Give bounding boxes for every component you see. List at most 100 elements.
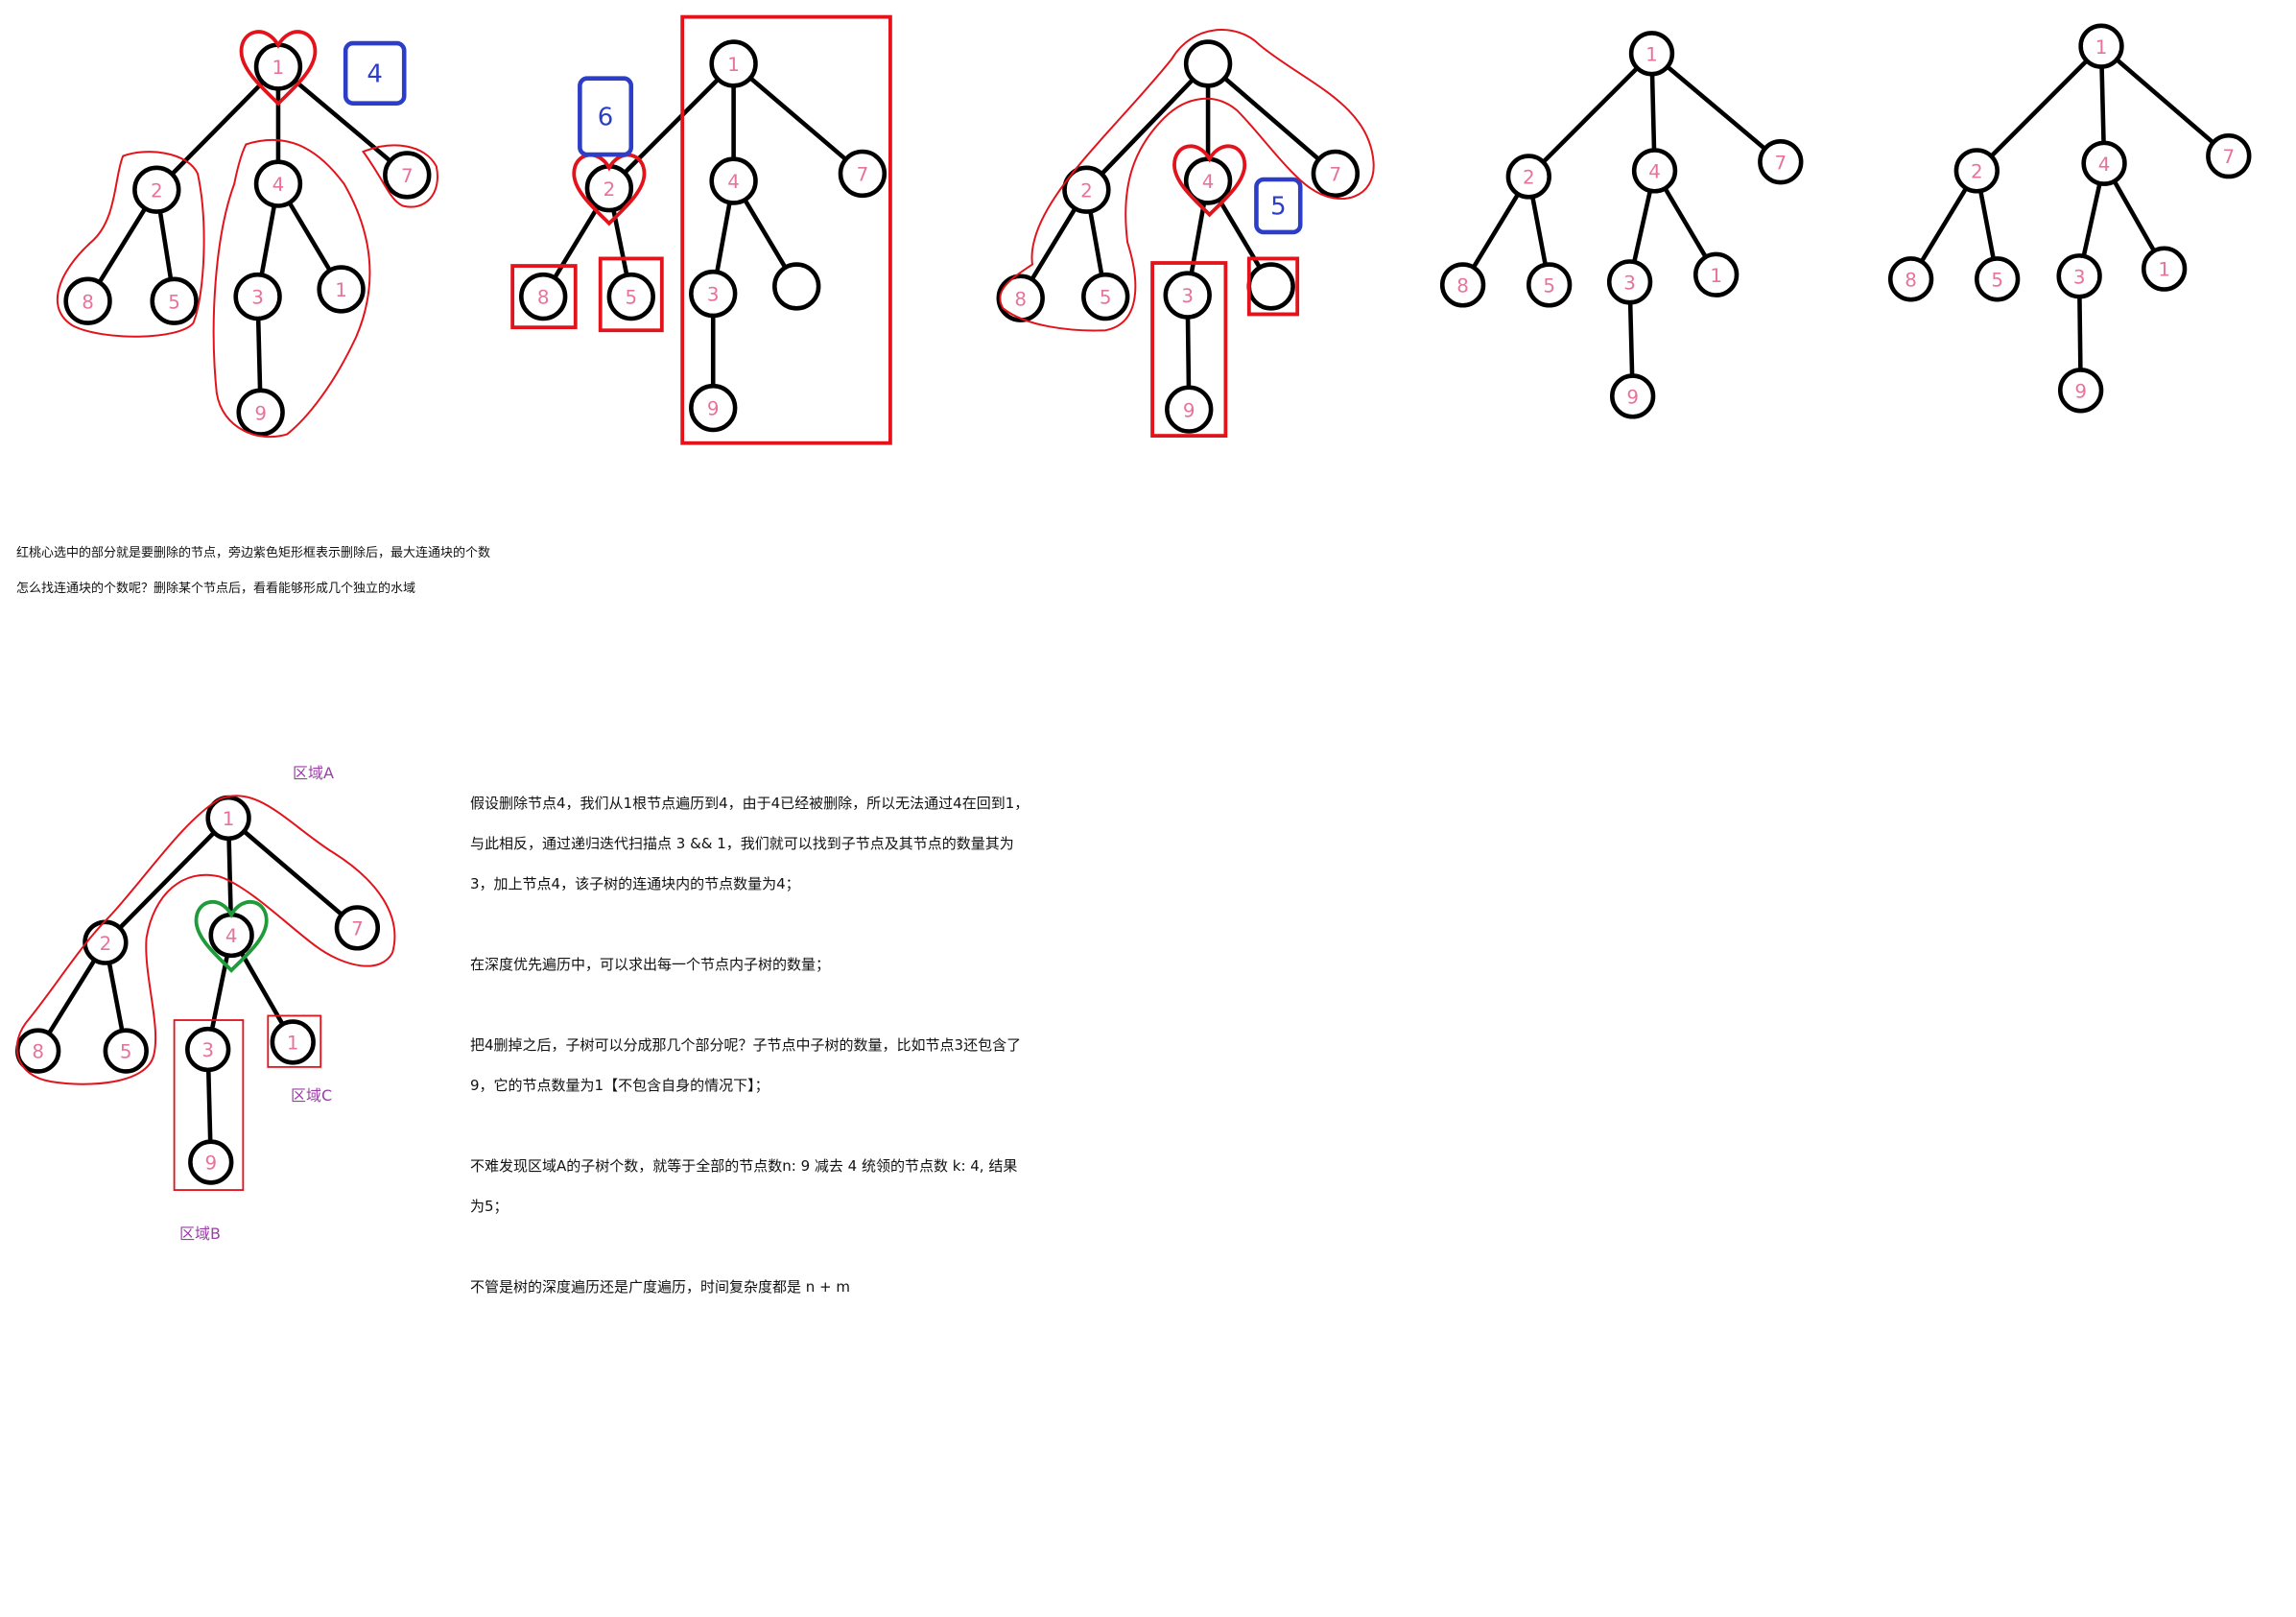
region-c-label: 区域C bbox=[291, 1086, 333, 1105]
tree-node bbox=[1609, 373, 1656, 419]
region-outline bbox=[15, 795, 396, 1085]
tree-edge bbox=[1222, 76, 1321, 162]
heart-icon bbox=[572, 153, 647, 226]
tree-edge bbox=[1185, 315, 1192, 391]
node-label: 7 bbox=[2222, 146, 2235, 168]
node-label: 9 bbox=[254, 402, 267, 424]
node-label: 8 bbox=[32, 1041, 44, 1063]
tree-edge bbox=[1217, 197, 1263, 271]
tree-node bbox=[1081, 272, 1130, 321]
node-label: 1 bbox=[272, 57, 285, 79]
note-line-1: 红桃心选中的部分就是要删除的节点，旁边紫色矩形框表示删除后，最大连通块的个数 bbox=[16, 546, 491, 560]
tree-edge bbox=[1088, 208, 1104, 277]
tree-node bbox=[205, 795, 251, 842]
tree-node bbox=[1953, 148, 2000, 194]
tree-node bbox=[2056, 253, 2102, 299]
node-label: 7 bbox=[1774, 152, 1787, 174]
node-label: 1 bbox=[287, 1033, 299, 1055]
tree-node bbox=[1165, 385, 1214, 434]
result-value: 6 bbox=[598, 104, 614, 132]
note-line-2: 怎么找连通块的个数呢？删除某个节点后，看看能够形成几个独立的水域 bbox=[16, 582, 416, 596]
tree-edge bbox=[157, 209, 174, 282]
tree-edge bbox=[1030, 205, 1077, 282]
node-label: 2 bbox=[1523, 167, 1535, 189]
region-c-box bbox=[267, 1014, 322, 1068]
node-label: 3 bbox=[1181, 285, 1194, 307]
tree-node bbox=[188, 1139, 234, 1185]
node-label: 3 bbox=[201, 1039, 214, 1061]
tree-edge bbox=[293, 78, 393, 163]
tree-node bbox=[1975, 256, 2021, 302]
node-label: 4 bbox=[727, 171, 740, 193]
node-label: 5 bbox=[168, 291, 180, 313]
region-a-label: 区域A bbox=[293, 764, 334, 782]
heart-icon bbox=[1172, 144, 1247, 218]
tree-edge bbox=[239, 950, 285, 1027]
node-label: 3 bbox=[251, 287, 264, 309]
tree-node bbox=[1758, 139, 1804, 185]
node-label: 8 bbox=[537, 287, 550, 309]
node-label: 5 bbox=[625, 287, 637, 309]
tree-node bbox=[1527, 262, 1573, 308]
tree-edge bbox=[611, 207, 629, 277]
node-label: 2 bbox=[100, 933, 112, 955]
tree-edge bbox=[2112, 178, 2157, 253]
region-outline bbox=[212, 139, 371, 439]
node-label: 1 bbox=[2158, 259, 2170, 281]
tree-node bbox=[2078, 23, 2124, 69]
region-outline bbox=[57, 151, 205, 338]
tree-edge bbox=[209, 953, 230, 1032]
tree-edge bbox=[255, 316, 263, 393]
tree-edge bbox=[1977, 188, 1996, 262]
tree-edge bbox=[1919, 185, 1969, 264]
node-label: 9 bbox=[2074, 380, 2087, 402]
tree-edge bbox=[2081, 180, 2102, 259]
region-b-box bbox=[173, 1019, 245, 1191]
component-box bbox=[1150, 261, 1228, 439]
node-label: 7 bbox=[1330, 164, 1342, 186]
node-label: 9 bbox=[707, 398, 720, 420]
node-label: 7 bbox=[351, 918, 364, 940]
result-box bbox=[578, 76, 634, 157]
node-label: 8 bbox=[82, 291, 94, 313]
node-label: 5 bbox=[1100, 287, 1112, 309]
tree-node bbox=[150, 276, 199, 325]
tree-node bbox=[1311, 149, 1361, 199]
tree-edge bbox=[259, 202, 277, 277]
node-label: 8 bbox=[1905, 269, 1917, 291]
tree-edge bbox=[97, 205, 148, 285]
tree-node bbox=[2081, 140, 2127, 186]
tree-edge bbox=[205, 1067, 213, 1144]
tree-node bbox=[519, 272, 568, 321]
tree-node bbox=[383, 151, 432, 200]
node-label: 1 bbox=[1645, 43, 1658, 65]
tree-node bbox=[1631, 148, 1678, 194]
tree-node bbox=[1062, 165, 1111, 214]
tree-node bbox=[709, 156, 758, 205]
result-box bbox=[343, 40, 407, 106]
tree-edge bbox=[1529, 194, 1548, 268]
tree-edge bbox=[170, 80, 266, 177]
region-outline bbox=[361, 144, 438, 208]
tree-node bbox=[253, 159, 303, 208]
removed-box bbox=[510, 264, 578, 330]
tree-edge bbox=[117, 830, 217, 931]
node-label: 3 bbox=[707, 284, 720, 306]
node-label: 9 bbox=[1183, 399, 1195, 421]
tree-edge bbox=[2077, 294, 2083, 372]
explanation-line-4: 在深度优先遍历中，可以求出每一个节点内子树的数量； bbox=[470, 956, 831, 973]
node-label: 4 bbox=[2098, 154, 2111, 176]
explanation-line-7: 不难发现区域A的子树个数，就等于全部的节点数n: 9 减去 4 统领的节点数 k… bbox=[470, 1157, 1018, 1175]
region-b-label: 区域B bbox=[179, 1225, 221, 1243]
explanation-line-1: 假设删除节点4，我们从1根节点遍历到4，由于4已经被删除，所以无法通过4在回到1… bbox=[470, 795, 1030, 812]
node-label: 1 bbox=[727, 54, 740, 76]
tree-node bbox=[1628, 31, 1675, 77]
tree-node bbox=[1505, 154, 1551, 200]
node-label: 1 bbox=[2095, 36, 2108, 59]
tree-edge bbox=[242, 828, 344, 917]
tree-node bbox=[709, 39, 758, 88]
explanation-line-5: 把4删掉之后，子树可以分成那几个部分呢？子节点中子树的数量，比如节点3还包含了 bbox=[470, 1036, 1022, 1054]
tree-edge bbox=[747, 76, 848, 162]
tree-node bbox=[996, 273, 1045, 322]
